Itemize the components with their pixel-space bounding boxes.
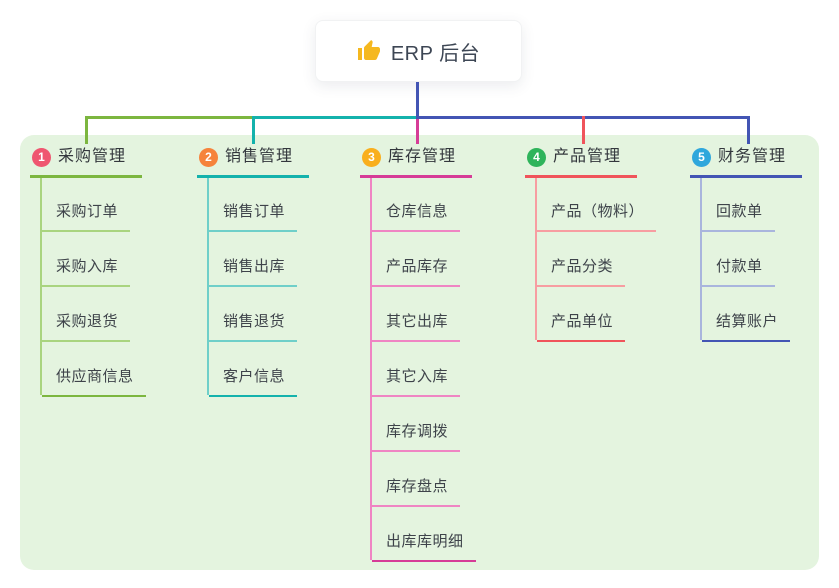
root-connector-vertical [416, 82, 419, 117]
child-node[interactable]: 产品单位 [537, 312, 626, 342]
branch-sales-management: 2 销售管理 销售订单 销售出库 销售退货 客户信息 [197, 146, 310, 397]
child-row: 结算账户 [700, 285, 802, 342]
branch-number-badge: 3 [362, 147, 381, 167]
child-row: 客户信息 [207, 340, 309, 397]
branch-title-node[interactable]: 2 销售管理 [197, 146, 310, 178]
bus-segment-branch2 [252, 116, 418, 119]
child-node[interactable]: 销售订单 [209, 202, 298, 232]
child-row: 库存调拨 [370, 395, 476, 452]
drop-connector-branch1 [85, 116, 88, 144]
child-row: 库存盘点 [370, 450, 476, 507]
branch-children: 回款单 付款单 结算账户 [700, 178, 802, 342]
child-row: 供应商信息 [40, 340, 146, 397]
branch-title-label: 产品管理 [553, 148, 622, 165]
branch-number-badge: 5 [692, 147, 711, 167]
root-node-label: ERP 后台 [390, 42, 481, 65]
child-node[interactable]: 采购入库 [42, 257, 131, 287]
branch-finance-management: 5 财务管理 回款单 付款单 结算账户 [690, 146, 803, 342]
child-row: 仓库信息 [370, 178, 476, 232]
child-node[interactable]: 客户信息 [209, 367, 298, 397]
child-node[interactable]: 采购退货 [42, 312, 131, 342]
child-node[interactable]: 产品库存 [372, 257, 461, 287]
child-row: 回款单 [700, 178, 802, 232]
child-row: 产品库存 [370, 230, 476, 287]
child-node[interactable]: 出库库明细 [372, 532, 476, 562]
branch-children: 采购订单 采购入库 采购退货 供应商信息 [40, 178, 146, 397]
drop-connector-branch5 [747, 116, 750, 144]
child-row: 销售退货 [207, 285, 309, 342]
child-node[interactable]: 其它入库 [372, 367, 461, 397]
mindmap-background-panel [20, 135, 819, 570]
child-node[interactable]: 仓库信息 [372, 202, 461, 232]
branch-title-node[interactable]: 4 产品管理 [525, 146, 638, 178]
branch-product-management: 4 产品管理 产品（物料） 产品分类 产品单位 [525, 146, 657, 342]
child-row: 销售出库 [207, 230, 309, 287]
drop-connector-branch3 [416, 119, 419, 144]
branch-title-node[interactable]: 5 财务管理 [690, 146, 803, 178]
branch-purchase-management: 1 采购管理 采购订单 采购入库 采购退货 供应商信息 [30, 146, 146, 397]
branch-children: 仓库信息 产品库存 其它出库 其它入库 库存调拨 库存盘点 出库库明细 [370, 178, 476, 562]
thumbs-up-icon [357, 39, 381, 63]
branch-inventory-management: 3 库存管理 仓库信息 产品库存 其它出库 其它入库 库存调拨 库存盘点 出库库… [360, 146, 476, 562]
branch-number-badge: 2 [199, 147, 218, 167]
child-node[interactable]: 供应商信息 [42, 367, 146, 397]
child-row: 销售订单 [207, 178, 309, 232]
child-node[interactable]: 库存调拨 [372, 422, 461, 452]
drop-connector-branch2 [252, 116, 255, 144]
child-row: 采购入库 [40, 230, 146, 287]
branch-title-label: 销售管理 [225, 148, 294, 165]
child-row: 其它出库 [370, 285, 476, 342]
branch-children: 销售订单 销售出库 销售退货 客户信息 [207, 178, 309, 397]
branch-title-label: 库存管理 [388, 148, 457, 165]
child-node[interactable]: 结算账户 [702, 312, 791, 342]
child-node[interactable]: 销售退货 [209, 312, 298, 342]
child-row: 其它入库 [370, 340, 476, 397]
child-node[interactable]: 其它出库 [372, 312, 461, 342]
child-node[interactable]: 回款单 [702, 202, 775, 232]
child-node[interactable]: 库存盘点 [372, 477, 461, 507]
child-node[interactable]: 销售出库 [209, 257, 298, 287]
child-node[interactable]: 采购订单 [42, 202, 131, 232]
child-row: 采购订单 [40, 178, 146, 232]
child-row: 付款单 [700, 230, 802, 287]
child-row: 采购退货 [40, 285, 146, 342]
child-row: 产品单位 [535, 285, 656, 342]
child-row: 产品分类 [535, 230, 656, 287]
branch-title-label: 财务管理 [718, 148, 787, 165]
child-row: 出库库明细 [370, 505, 476, 562]
child-node[interactable]: 产品分类 [537, 257, 626, 287]
child-node[interactable]: 付款单 [702, 257, 775, 287]
branch-title-node[interactable]: 1 采购管理 [30, 146, 143, 178]
branch-children: 产品（物料） 产品分类 产品单位 [535, 178, 657, 342]
branch-number-badge: 4 [527, 147, 546, 167]
branch-number-badge: 1 [32, 147, 51, 167]
branch-title-label: 采购管理 [58, 148, 127, 165]
branch-title-node[interactable]: 3 库存管理 [360, 146, 473, 178]
root-node[interactable]: ERP 后台 [315, 20, 522, 82]
child-node[interactable]: 产品（物料） [537, 202, 657, 232]
bus-segment-branch1 [85, 116, 254, 119]
child-row: 产品（物料） [535, 178, 657, 232]
drop-connector-branch4 [582, 116, 585, 144]
